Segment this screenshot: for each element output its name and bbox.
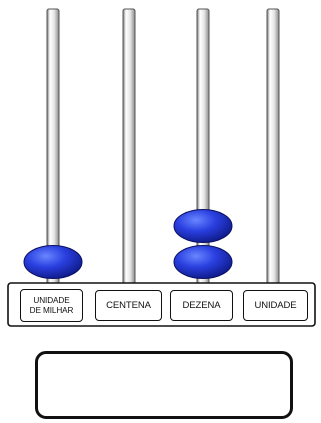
bead-dezena-1[interactable] (173, 245, 233, 279)
rod-unidade-de-milhar (46, 8, 60, 285)
rod-unidade (266, 8, 280, 285)
label-dezena: DEZENA (170, 290, 233, 321)
beads-layer (23, 209, 233, 279)
label-unidade-de-milhar: UNIDADE DE MILHAR (20, 289, 83, 322)
answer-box[interactable] (35, 351, 293, 419)
bead-dezena-2[interactable] (173, 209, 233, 243)
label-centena: CENTENA (95, 290, 162, 321)
rod-centena (122, 8, 136, 285)
bead-unidade-de-milhar-1[interactable] (23, 245, 83, 279)
label-unidade: UNIDADE (243, 290, 308, 321)
rods-layer (46, 8, 280, 285)
